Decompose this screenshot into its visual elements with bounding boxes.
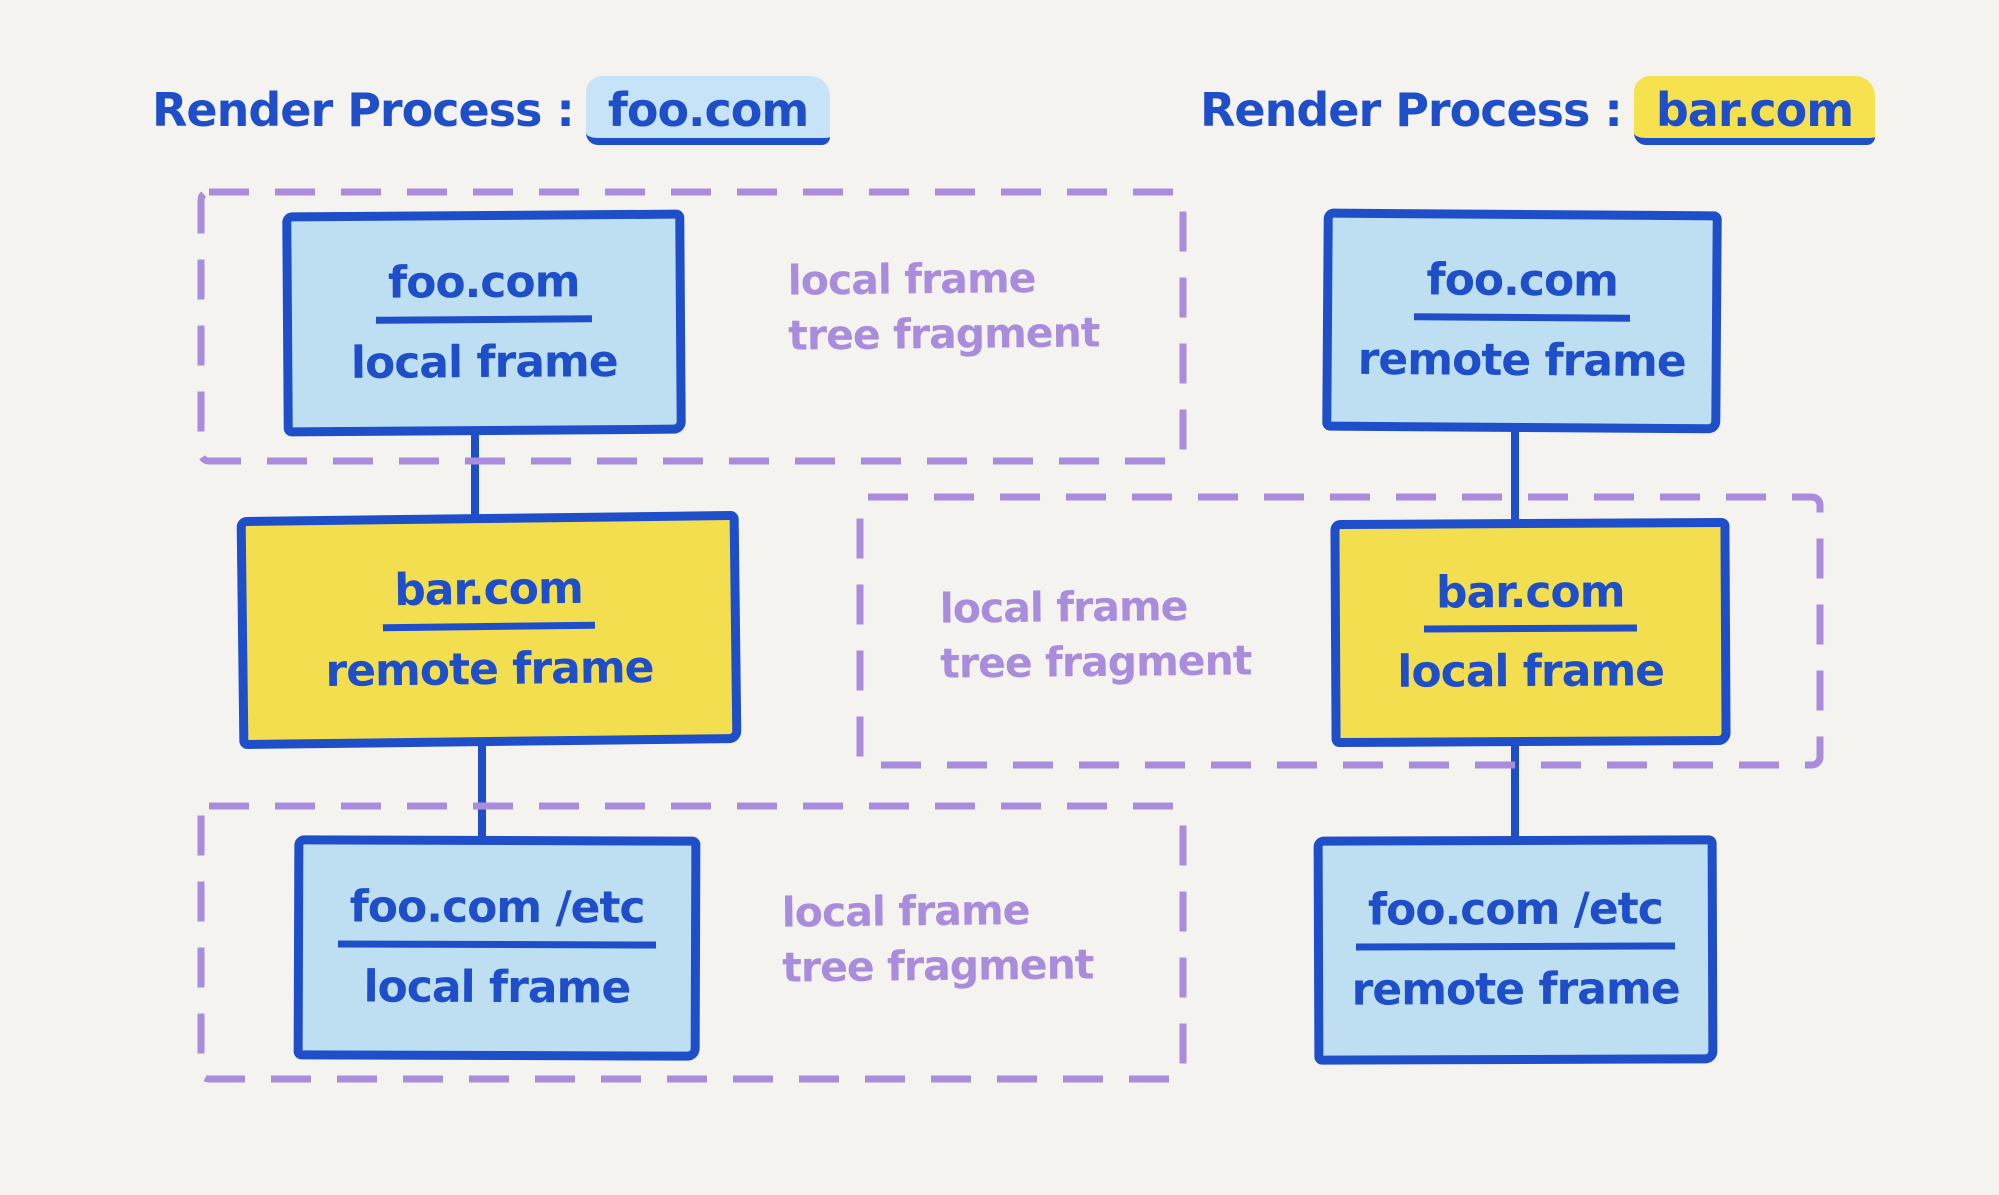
frame-domain: foo.com bbox=[375, 256, 592, 324]
local-fragment-outline-foo-top bbox=[197, 188, 1187, 465]
frame-node-fooetc-local: foo.com /etc local frame bbox=[293, 835, 701, 1061]
fragment-label-line: local frame bbox=[787, 254, 1036, 305]
title-prefix: Render Process : bbox=[1200, 83, 1623, 137]
fragment-label-bar: local frame tree fragment bbox=[939, 578, 1251, 692]
frame-domain: bar.com bbox=[381, 563, 596, 631]
frame-node-foo-remote: foo.com remote frame bbox=[1322, 208, 1722, 434]
frame-domain: bar.com bbox=[1423, 566, 1637, 633]
fragment-label-line: tree fragment bbox=[782, 940, 1094, 992]
fragment-label-foo-bottom: local frame tree fragment bbox=[781, 882, 1093, 996]
fragment-label-line: local frame bbox=[781, 886, 1030, 937]
frame-type: remote frame bbox=[1357, 333, 1686, 387]
local-fragment-outline-foo-bottom bbox=[197, 802, 1187, 1083]
frame-type: local frame bbox=[363, 961, 631, 1013]
tree-edge-foo-top bbox=[471, 424, 479, 526]
frame-domain: foo.com /etc bbox=[1355, 884, 1675, 951]
frame-type: remote frame bbox=[325, 641, 654, 697]
fragment-label-line: tree fragment bbox=[788, 308, 1100, 360]
frame-node-fooetc-remote: foo.com /etc remote frame bbox=[1313, 835, 1718, 1065]
frame-node-bar-remote: bar.com remote frame bbox=[236, 510, 742, 750]
local-fragment-outline-bar bbox=[856, 493, 1824, 769]
title-domain-highlight-bar: bar.com bbox=[1633, 76, 1876, 146]
frame-type: remote frame bbox=[1351, 962, 1680, 1016]
fragment-label-line: local frame bbox=[939, 582, 1188, 633]
fragment-label-line: tree fragment bbox=[940, 636, 1252, 688]
frame-node-foo-local: foo.com local frame bbox=[282, 209, 686, 437]
render-process-bar-title: Render Process :bar.com bbox=[1200, 76, 1876, 146]
fragment-label-foo-top: local frame tree fragment bbox=[787, 250, 1099, 364]
title-prefix: Render Process : bbox=[152, 83, 575, 137]
tree-edge-bar-bottom bbox=[1511, 736, 1519, 846]
frame-type: local frame bbox=[350, 335, 618, 389]
tree-edge-foo-bottom bbox=[478, 736, 486, 844]
title-domain-highlight-foo: foo.com bbox=[585, 76, 831, 146]
frame-domain: foo.com bbox=[1414, 254, 1631, 322]
frame-domain: foo.com /etc bbox=[337, 882, 657, 949]
frame-type: local frame bbox=[1397, 645, 1665, 698]
frame-node-bar-local: bar.com local frame bbox=[1330, 517, 1731, 748]
render-process-foo-title: Render Process :foo.com bbox=[152, 76, 831, 146]
tree-edge-bar-top bbox=[1511, 422, 1519, 530]
